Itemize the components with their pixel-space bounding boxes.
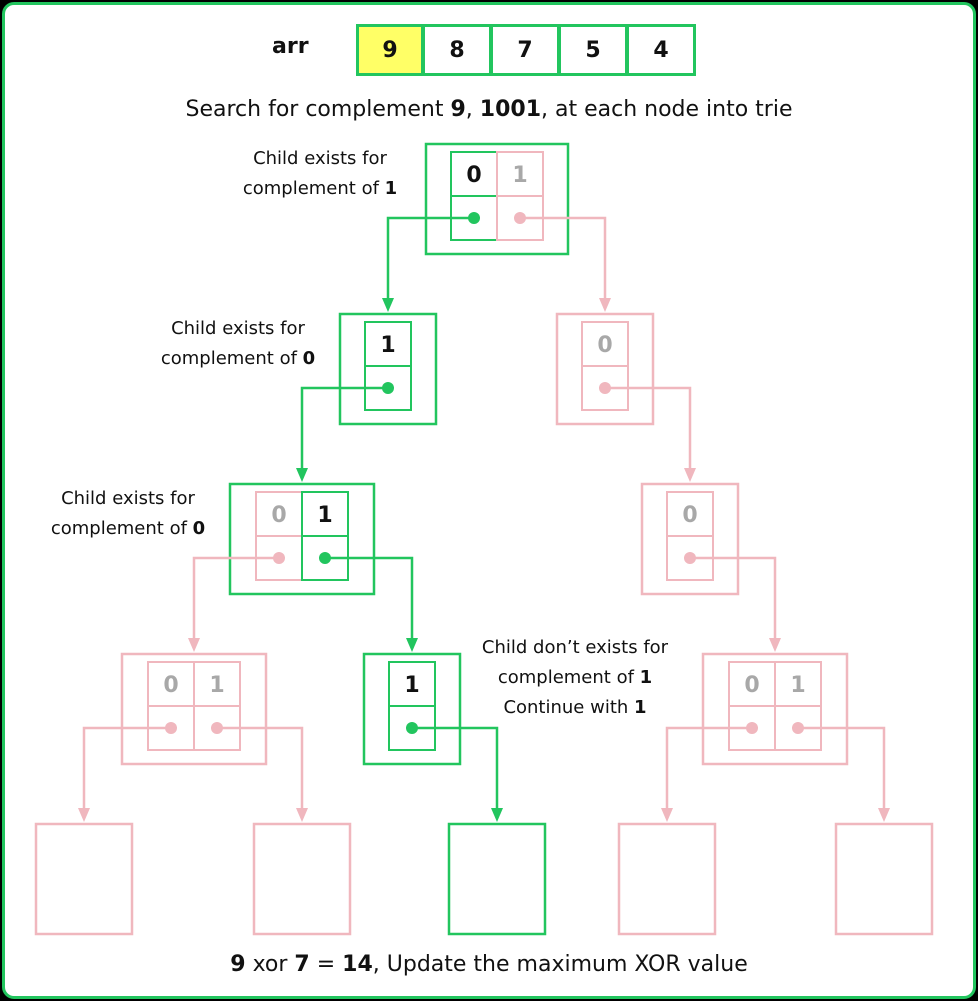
trie-node xyxy=(34,822,134,936)
bit-label: 0 xyxy=(682,503,697,528)
caption-bottom: 9 xor 7 = 14, Update the maximum XOR val… xyxy=(230,952,748,977)
trie-node xyxy=(640,482,740,596)
array-cell: 5 xyxy=(560,24,628,76)
bit-label: 1 xyxy=(790,673,805,698)
trie-edge xyxy=(520,216,607,300)
note-level3: Child exists for complement of 0 xyxy=(50,488,206,539)
trie-arrowhead xyxy=(406,638,418,652)
bit-label: 0 xyxy=(744,673,759,698)
trie-arrowhead xyxy=(878,808,890,822)
trie-node xyxy=(834,822,934,936)
bit-label: 0 xyxy=(466,163,481,188)
array-cell: 9 xyxy=(356,24,424,76)
trie-arrowhead xyxy=(599,298,611,312)
trie-edge xyxy=(300,386,388,470)
trie-arrowhead xyxy=(491,808,503,822)
trie-edge xyxy=(665,726,752,810)
trie-arrowhead xyxy=(684,468,696,482)
trie-edge xyxy=(412,726,499,810)
trie-node xyxy=(252,822,352,936)
note-level2: Child exists for complement of 0 xyxy=(160,318,316,369)
trie-node xyxy=(424,142,570,256)
array-cell: 8 xyxy=(424,24,492,76)
trie-edge xyxy=(217,726,304,810)
bit-label: 1 xyxy=(404,673,419,698)
bit-label: 0 xyxy=(597,333,612,358)
trie-node xyxy=(617,822,717,936)
trie-arrowhead xyxy=(661,808,673,822)
trie-edge xyxy=(605,386,692,470)
bit-label: 0 xyxy=(163,673,178,698)
bit-label: 1 xyxy=(380,333,395,358)
trie-edge xyxy=(82,726,171,810)
trie-arrowhead xyxy=(769,638,781,652)
note-level1: Child exists for complement of 1 xyxy=(242,148,398,199)
note-level4: Child don’t exists for complement of 1 C… xyxy=(481,637,669,718)
trie-node xyxy=(338,312,438,426)
trie-node xyxy=(555,312,655,426)
trie-node xyxy=(362,652,462,766)
trie-arrowhead xyxy=(78,808,90,822)
trie-node xyxy=(120,652,268,766)
trie-edge xyxy=(798,726,886,810)
trie-edge xyxy=(192,556,279,640)
bit-label: 1 xyxy=(512,163,527,188)
trie-arrowhead xyxy=(296,808,308,822)
trie-node xyxy=(701,652,849,766)
caption-top: Search for complement 9, 1001, at each n… xyxy=(185,97,793,122)
array-cell: 4 xyxy=(628,24,696,76)
trie-arrowhead xyxy=(382,298,394,312)
trie-node xyxy=(447,822,547,936)
array-cell: 7 xyxy=(492,24,560,76)
trie-node xyxy=(228,482,376,596)
trie-edge xyxy=(690,556,777,640)
bit-label: 1 xyxy=(317,503,332,528)
bit-label: 1 xyxy=(209,673,224,698)
trie-edge xyxy=(325,556,414,640)
bit-label: 0 xyxy=(271,503,286,528)
trie-arrowhead xyxy=(188,638,200,652)
trie-arrowhead xyxy=(296,468,308,482)
trie-edge xyxy=(386,216,474,300)
array-label: arr xyxy=(272,34,309,59)
